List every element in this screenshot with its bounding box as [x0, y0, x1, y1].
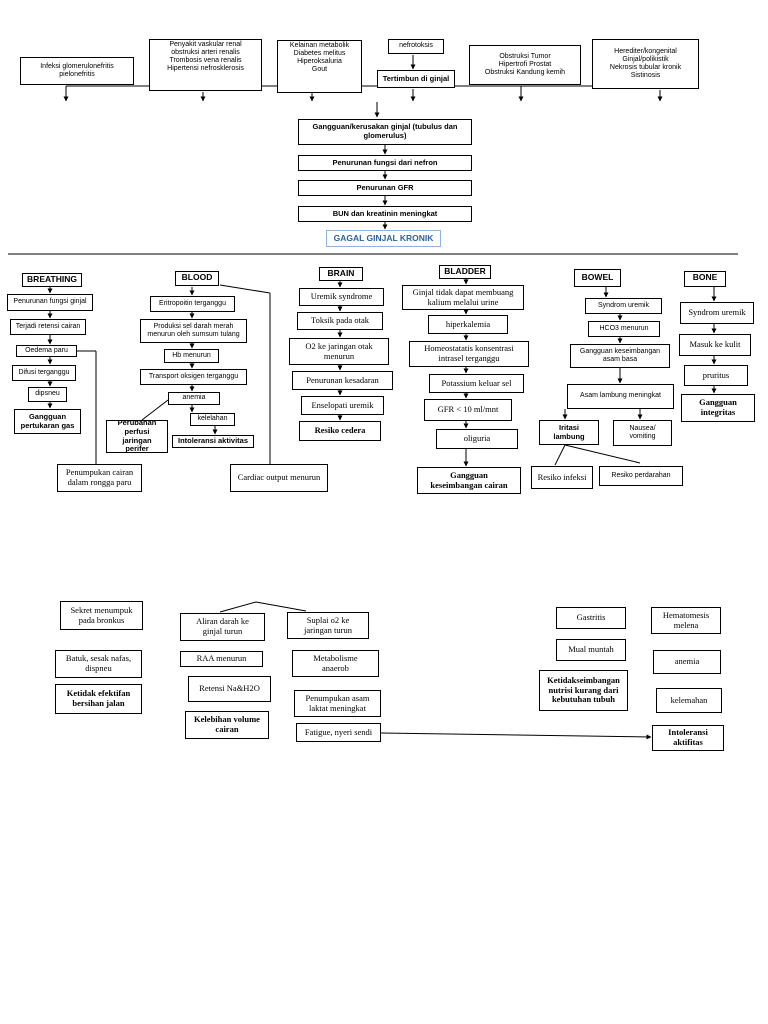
bladder-item-3: Homeostatatis konsentrasi intrasel terga… — [409, 341, 529, 367]
anemia-lower: anemia — [653, 650, 721, 674]
dx-bersihan-jalan: Ketidak efektifan bersihan jalan — [55, 684, 142, 714]
bladder-item-2: hiperkalemia — [428, 315, 508, 334]
retensi-na-h2o: Retensi Na&H2O — [188, 676, 271, 702]
dx-nutrisi: Ketidakseimbangan nutrisi kurang dari ke… — [539, 670, 628, 711]
breathing-item-5: dipsneu — [28, 387, 67, 402]
hematomesis-melena: Hematomesis melena — [651, 607, 721, 634]
brain-diagnosis: Resiko cedera — [299, 421, 381, 441]
metabolisme-anaerob: Metabolisme anaerob — [292, 650, 379, 677]
bowel-item-6: Nausea/ vomiting — [613, 420, 672, 446]
dx-intoleransi-aktifitas: Intoleransi aktifitas — [652, 725, 724, 751]
header-breathing: BREATHING — [22, 273, 82, 287]
bowel-item-1: Syndrom uremik — [585, 298, 662, 314]
bladder-diagnosis: Gangguan keseimbangan cairan — [417, 467, 521, 494]
breathing-diagnosis: Gangguan pertukaran gas — [14, 409, 81, 434]
cause-metabolik: Kelainan metabolik Diabetes melitus Hipe… — [277, 40, 362, 93]
brain-item-3: O2 ke jaringan otak menurun — [289, 338, 389, 365]
cause-tertimbun: Tertimbun di ginjal — [377, 70, 455, 88]
bone-item-2: Masuk ke kulit — [679, 334, 751, 356]
sekret-menumpuk: Sekret menumpuk pada bronkus — [60, 601, 143, 630]
mual-muntah: Mual muntah — [556, 639, 626, 661]
blood-dx-perfusi: Perubahan perfusi jaringan perifer — [106, 420, 168, 453]
suplai-o2: Suplai o2 ke jaringan turun — [287, 612, 369, 639]
cardiac-output: Cardiac output menurun — [230, 464, 328, 492]
bladder-item-5: GFR < 10 ml/mnt — [424, 399, 512, 421]
breathing-item-3: Oedema paru — [16, 345, 77, 357]
raa-menurun: RAA menurun — [180, 651, 263, 667]
header-blood: BLOOD — [175, 271, 219, 286]
cause-nefrotoksis: nefrotoksis — [388, 39, 444, 54]
step-bun-kreatinin: BUN dan kreatinin meningkat — [298, 206, 472, 222]
blood-item-6: kelelahan — [190, 413, 235, 426]
cause-herediter: Herediter/kongenital Ginjal/polikistik N… — [592, 39, 699, 89]
blood-dx-intoleransi: Intoleransi aktivitas — [172, 435, 254, 448]
bowel-item-5: Iritasi lambung — [539, 420, 599, 445]
penumpukan-cairan-paru: Penumpukan cairan dalam rongga paru — [57, 464, 142, 492]
cause-vaskular: Penyakit vaskular renal obstruksi arteri… — [149, 39, 262, 91]
breathing-item-4: Difusi terganggu — [12, 365, 76, 381]
header-bowel: BOWEL — [574, 269, 621, 287]
step-penurunan-nefron: Penurunan fungsi dari nefron — [298, 155, 472, 171]
blood-item-1: Eritropoitin terganggu — [150, 296, 235, 312]
resiko-infeksi: Resiko infeksi — [531, 466, 593, 489]
aliran-darah-ginjal: Aliran darah ke ginjal turun — [180, 613, 265, 641]
bone-item-1: Syndrom uremik — [680, 302, 754, 324]
gastritis: Gastritis — [556, 607, 626, 629]
blood-item-4: Transport oksigen terganggu — [140, 369, 247, 385]
brain-item-4: Penurunan kesadaran — [292, 371, 393, 390]
batuk-sesak: Batuk, sesak nafas, dispneu — [55, 650, 142, 678]
bone-item-3: pruritus — [684, 365, 748, 386]
penumpukan-asam-laktat: Penumpukan asam laktat meningkat — [294, 690, 381, 717]
breathing-item-2: Terjadi retensi cairan — [10, 319, 86, 335]
header-bladder: BLADDER — [439, 265, 491, 279]
bowel-item-4: Asam lambung meningkat — [567, 384, 674, 409]
step-penurunan-gfr: Penurunan GFR — [298, 180, 472, 196]
kelemahan: kelemahan — [656, 688, 722, 713]
dx-kelebihan-volume: Kelebihan volume cairan — [185, 711, 269, 739]
fatigue-nyeri-sendi: Fatigue, nyeri sendi — [296, 723, 381, 742]
header-brain: BRAIN — [319, 267, 363, 281]
bladder-item-4: Potassium keluar sel — [429, 374, 524, 393]
header-bone: BONE — [684, 271, 726, 287]
brain-item-5: Enselopati uremik — [301, 396, 384, 415]
resiko-perdarahan: Resiko perdarahan — [599, 466, 683, 486]
bladder-item-1: Ginjal tidak dapat membuang kalium melal… — [402, 285, 524, 310]
brain-item-1: Uremik syndrome — [299, 288, 384, 306]
cause-infeksi: Infeksi glomerulonefritis pielonefritis — [20, 57, 134, 85]
bowel-item-3: Gangguan keseimbangan asam basa — [570, 344, 670, 368]
diagram-title: GAGAL GINJAL KRONIK — [326, 230, 441, 247]
step-kerusakan-ginjal: Gangguan/kerusakan ginjal (tubulus dan g… — [298, 119, 472, 145]
blood-item-2: Produksi sel darah merah menurun oleh su… — [140, 319, 247, 343]
cause-obstruksi: Obstruksi Tumor Hipertrofi Prostat Obstr… — [469, 45, 581, 85]
bone-diagnosis: Gangguan integritas — [681, 394, 755, 422]
bowel-item-2: HCO3 menurun — [588, 321, 660, 337]
breathing-item-1: Penurunan fungsi ginjal — [7, 294, 93, 311]
bladder-item-6: oliguria — [436, 429, 518, 449]
blood-item-5: anemia — [168, 392, 220, 405]
blood-item-3: Hb menurun — [164, 349, 219, 363]
brain-item-2: Toksik pada otak — [297, 312, 383, 330]
